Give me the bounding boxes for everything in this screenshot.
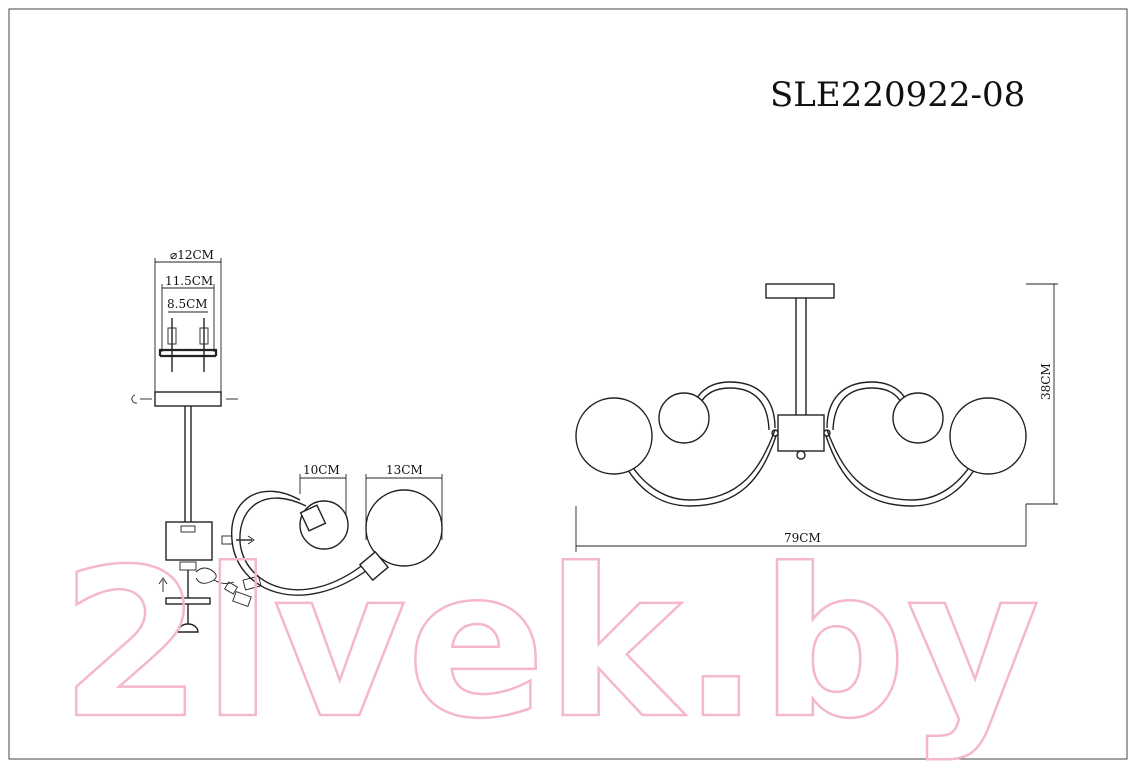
small-shade-label: 10CM — [303, 463, 340, 477]
large-shade-left — [575, 397, 653, 475]
canopy-width-label: 11.5CM — [165, 274, 213, 288]
watermark: 2lvek.by — [60, 526, 1040, 764]
arm-detail: 10CM 13CM — [231, 463, 443, 596]
drawing-frame — [8, 8, 1128, 760]
small-shade-right — [892, 392, 944, 444]
canopy-diameter-label: ⌀12CM — [170, 248, 214, 262]
large-shade-label: 13CM — [386, 463, 423, 477]
width-label: 79CM — [784, 531, 821, 545]
mount-spacing-label: 8.5CM — [167, 297, 208, 311]
model-number: SLE220922-08 — [770, 75, 1025, 115]
large-shade-right — [949, 397, 1027, 475]
canopy-detail: ⌀12CM 11.5CM 8.5CM — [131, 248, 262, 633]
small-shade-left — [658, 392, 710, 444]
fixture-front-view: 38CM 79CM — [575, 283, 1058, 552]
height-label: 38CM — [1039, 363, 1053, 400]
